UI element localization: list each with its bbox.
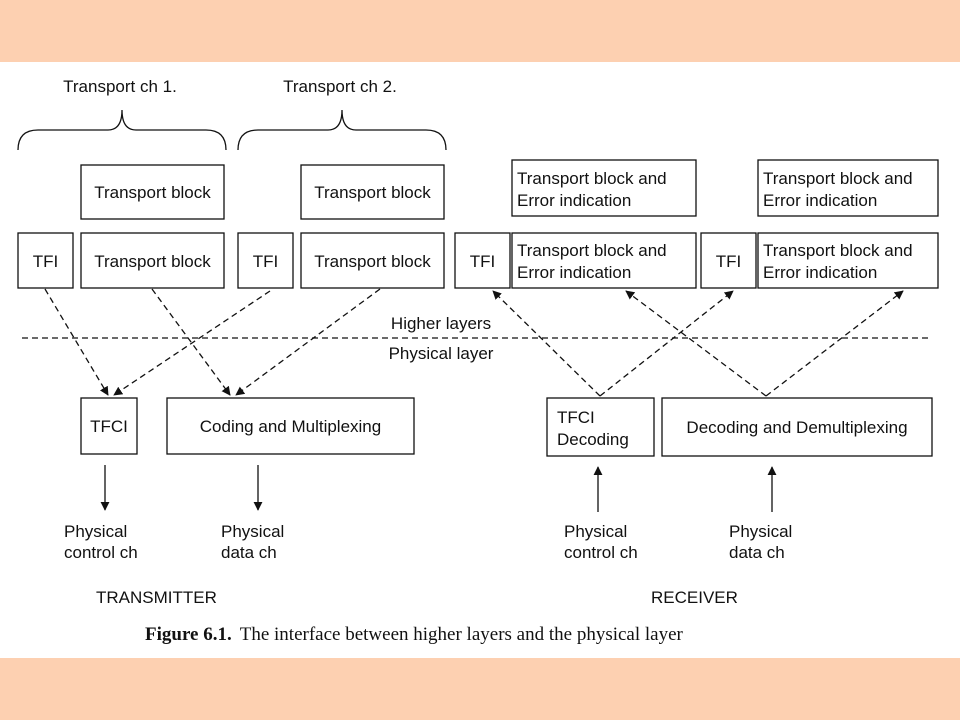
tx-ch2-tfi-label: TFI <box>253 252 279 271</box>
receiver-label: RECEIVER <box>651 588 738 607</box>
transport-ch2-brace <box>237 109 447 151</box>
transmitter-label: TRANSMITTER <box>96 588 217 607</box>
rx-lower-block-1-line1: Transport block and <box>517 241 667 260</box>
rx-tfi-label-2: TFI <box>716 252 742 271</box>
tx-ch2-upper-transport-block-label: Transport block <box>314 183 431 202</box>
tx-ch1-lower-transport-block <box>80 232 225 289</box>
transport-ch1-brace <box>17 109 227 151</box>
tx-ch1-upper-transport-block-label: Transport block <box>94 183 211 202</box>
tx-ch1-tfi-box <box>17 232 74 289</box>
rx-lower-block-2-line2: Error indication <box>763 263 877 282</box>
figure-caption: Figure 6.1. The interface between higher … <box>145 624 684 645</box>
rx-upper-block-1 <box>511 159 697 217</box>
figure-caption-text: The interface between higher layers and … <box>240 624 684 645</box>
rx-upper-block-1-line1: Transport block and <box>517 169 667 188</box>
tfci-decoding-line1: TFCI <box>557 408 595 427</box>
rx-upper-block-2-line1: Transport block and <box>763 169 913 188</box>
tfci-box <box>80 397 138 455</box>
top-band <box>0 0 960 62</box>
rx-lower-block-1 <box>511 232 697 289</box>
decoding-demultiplexing-box <box>661 397 933 457</box>
decoding-demultiplexing-label: Decoding and Demultiplexing <box>686 418 907 437</box>
rx-tfi-label-1: TFI <box>470 252 496 271</box>
rx-tfi-box-1 <box>454 232 511 289</box>
tfci-decoding-box <box>546 397 655 457</box>
arrow-tfi1-to-tfci <box>44 288 109 396</box>
rx-upper-block-2-line2: Error indication <box>763 191 877 210</box>
rx-lower-block-2-line1: Transport block and <box>763 241 913 260</box>
physical-layer-label: Physical layer <box>389 344 494 363</box>
transport-ch2-label: Transport ch 2. <box>283 77 397 96</box>
arrow-block2-to-coding <box>235 288 381 396</box>
tfci-decoding-line2: Decoding <box>557 430 629 449</box>
transport-ch1-label: Transport ch 1. <box>63 77 177 96</box>
rx-tfi-box-2 <box>700 232 757 289</box>
rx-lower-block-2 <box>757 232 939 289</box>
arrow-block1-to-coding <box>151 288 231 396</box>
tx-ch1-tfi-label: TFI <box>33 252 59 271</box>
coding-multiplexing-label: Coding and Multiplexing <box>200 417 381 436</box>
rx-control-ch-line2: control ch <box>564 543 638 562</box>
arrow-decoding-to-rx-block2 <box>765 290 904 397</box>
figure-number: Figure 6.1. <box>145 624 232 645</box>
rx-lower-block-1-line2: Error indication <box>517 263 631 282</box>
tfci-label: TFCI <box>90 417 128 436</box>
tx-ch2-upper-transport-block <box>300 164 445 220</box>
tx-ch2-lower-transport-block <box>300 232 445 289</box>
rx-control-ch-line1: Physical <box>564 522 627 541</box>
tx-data-ch-line2: data ch <box>221 543 277 562</box>
tx-data-ch-line1: Physical <box>221 522 284 541</box>
arrow-tfi2-to-tfci <box>113 290 271 396</box>
tx-ch2-lower-transport-block-label: Transport block <box>314 252 431 271</box>
arrow-decoding-to-rx-block1 <box>625 290 767 397</box>
rx-upper-block-1-line2: Error indication <box>517 191 631 210</box>
coding-multiplexing-box <box>166 397 415 455</box>
arrow-tfci-decoding-to-tfi2 <box>599 290 734 397</box>
rx-upper-block-2 <box>757 159 939 217</box>
rx-data-ch-line1: Physical <box>729 522 792 541</box>
tx-ch1-upper-transport-block <box>80 164 225 220</box>
tx-ch2-tfi-box <box>237 232 294 289</box>
rx-data-ch-line2: data ch <box>729 543 785 562</box>
tx-control-ch-line2: control ch <box>64 543 138 562</box>
higher-layers-label: Higher layers <box>391 314 491 333</box>
arrow-tfci-decoding-to-tfi1 <box>492 290 601 397</box>
tx-control-ch-line1: Physical <box>64 522 127 541</box>
tx-ch1-lower-transport-block-label: Transport block <box>94 252 211 271</box>
bottom-band <box>0 658 960 720</box>
